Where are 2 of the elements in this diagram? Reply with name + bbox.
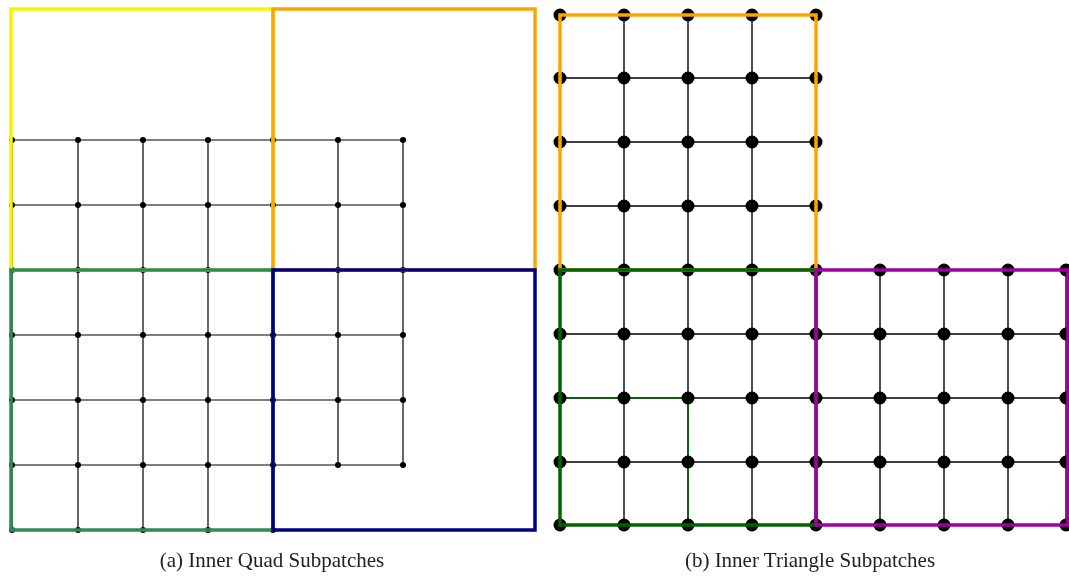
figure-caption: (a) Inner Quad Subpatches [159, 548, 385, 573]
figure-caption: (b) Inner Triangle Subpatches [684, 548, 936, 573]
